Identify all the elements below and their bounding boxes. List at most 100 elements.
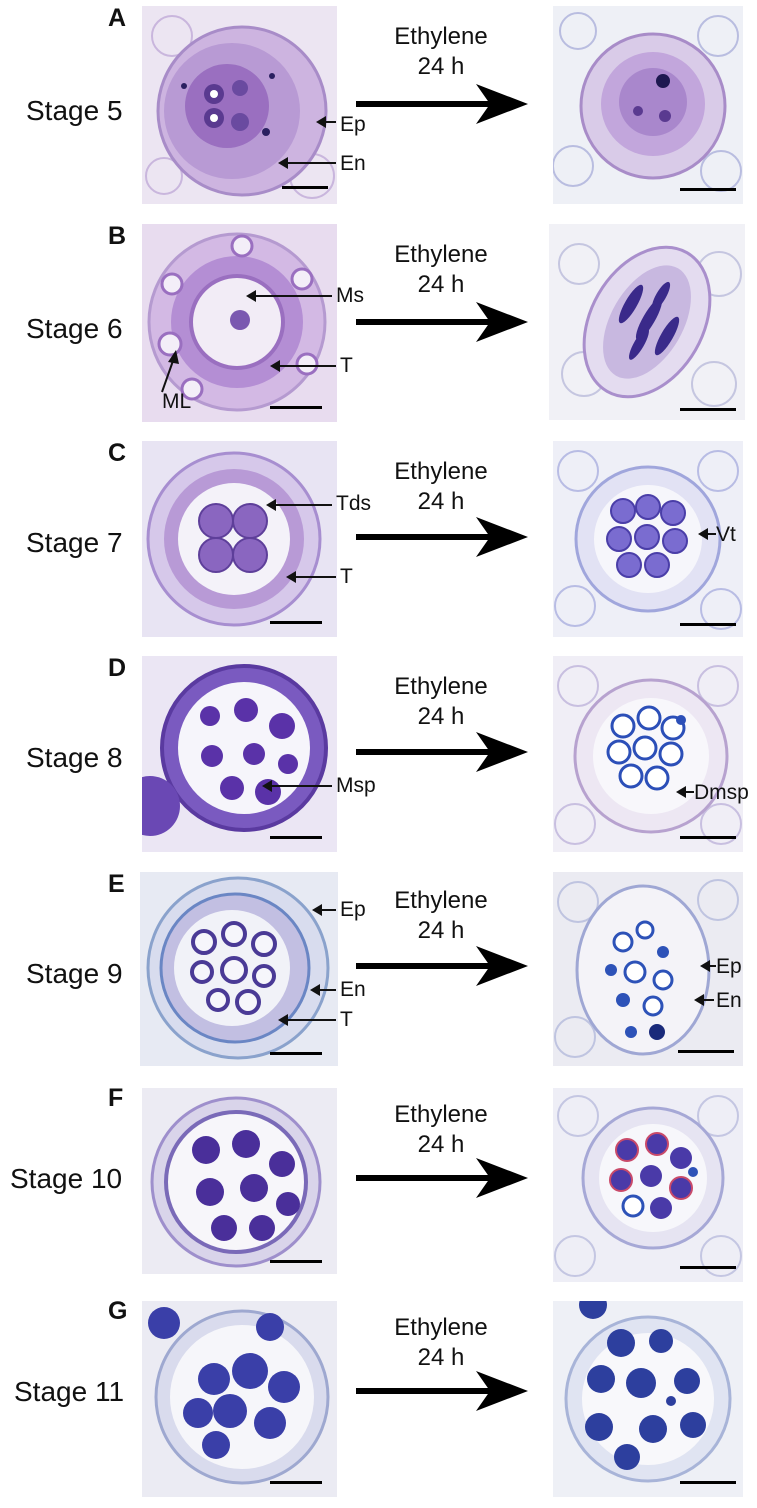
panel-f: F Stage 10 Ethylene 24 h: [0, 1080, 757, 1282]
micrograph-control: [140, 872, 338, 1066]
treatment-duration: 24 h: [417, 53, 465, 80]
stage-label: Stage 9: [26, 958, 123, 989]
treatment-label: Ethylene 24 h: [356, 457, 526, 517]
stage-label: Stage 6: [26, 313, 123, 344]
treatment-arrow: [356, 944, 528, 988]
pointer-arrow: [266, 499, 332, 511]
scale-bar: [270, 1052, 322, 1055]
treatment-arrow: [356, 1369, 528, 1413]
structure-label: ML: [162, 390, 192, 413]
structure-label: T: [340, 354, 353, 377]
scale-bar: [270, 621, 322, 624]
treatment-name: Ethylene: [394, 887, 488, 914]
treatment-arrow: [356, 300, 528, 344]
treatment-arrow: [356, 1156, 528, 1200]
treatment-duration: 24 h: [417, 271, 465, 298]
treatment-label: Ethylene 24 h: [356, 1313, 526, 1373]
pointer-arrow: [246, 290, 332, 302]
treatment-duration: 24 h: [417, 917, 465, 944]
panel-letter: C: [108, 439, 127, 467]
treatment-duration: 24 h: [417, 1131, 465, 1158]
stage-label: Stage 5: [26, 95, 123, 126]
treatment-label: Ethylene 24 h: [356, 240, 526, 300]
micrograph-control: [142, 6, 337, 204]
scale-bar: [680, 188, 736, 191]
micrograph-control: [142, 441, 337, 637]
micrograph-ethylene: [549, 224, 745, 420]
structure-label: Msp: [336, 774, 376, 797]
scale-bar: [680, 623, 736, 626]
pointer-arrow: [700, 960, 716, 972]
stage-label: Stage 11: [14, 1376, 125, 1407]
scale-bar: [270, 406, 322, 409]
stage-label: Stage 10: [10, 1163, 123, 1194]
panel-e: E Stage 9 Ep En T Ethylene 24 h: [0, 866, 757, 1066]
treatment-label: Ethylene 24 h: [356, 1100, 526, 1160]
micrograph-ethylene: [553, 872, 743, 1066]
pointer-arrow: [676, 786, 694, 798]
micrograph-ethylene: [553, 1301, 743, 1497]
panel-a: A Stage 5 Ep En Ethylene 24 h: [0, 0, 757, 204]
treatment-duration: 24 h: [417, 1344, 465, 1371]
treatment-name: Ethylene: [394, 23, 488, 50]
micrograph-ethylene: [553, 1088, 743, 1282]
pointer-arrow: [278, 1014, 336, 1026]
pointer-arrow: [698, 528, 716, 540]
treatment-arrow: [356, 515, 528, 559]
panel-g: G Stage 11 Ethylene 24 h: [0, 1293, 757, 1497]
panel-b: B Stage 6 Ms T ML Ethylene 24 h: [0, 218, 757, 422]
panel-letter: A: [108, 4, 127, 32]
pointer-arrow: [161, 350, 179, 393]
structure-label: En: [716, 989, 742, 1012]
scale-bar: [680, 1266, 736, 1269]
structure-label: Ep: [716, 955, 742, 978]
treatment-label: Ethylene 24 h: [356, 22, 526, 82]
scale-bar: [270, 1481, 322, 1484]
scale-bar: [282, 186, 328, 189]
scale-bar: [270, 1260, 322, 1263]
structure-label: T: [340, 1008, 353, 1031]
structure-label: Dmsp: [694, 781, 749, 804]
treatment-name: Ethylene: [394, 1101, 488, 1128]
treatment-arrow: [356, 730, 528, 774]
treatment-name: Ethylene: [394, 673, 488, 700]
treatment-name: Ethylene: [394, 458, 488, 485]
pointer-arrow: [270, 360, 336, 372]
scale-bar: [680, 408, 736, 411]
pointer-arrow: [278, 157, 336, 169]
pointer-arrow: [310, 984, 336, 996]
panel-letter: E: [108, 870, 125, 898]
pointer-arrow: [312, 904, 336, 916]
structure-label: Tds: [336, 492, 372, 515]
treatment-label: Ethylene 24 h: [356, 886, 526, 946]
scale-bar: [680, 836, 736, 839]
scale-bar: [678, 1050, 734, 1053]
micrograph-ethylene: [553, 656, 743, 852]
stage-label: Stage 8: [26, 742, 123, 773]
stage-label: Stage 7: [26, 527, 123, 558]
pointer-arrow: [694, 994, 714, 1006]
structure-label: Ep: [340, 113, 366, 136]
treatment-duration: 24 h: [417, 703, 465, 730]
micrograph-ethylene: [553, 441, 743, 637]
treatment-name: Ethylene: [394, 1314, 488, 1341]
panel-c: C Stage 7 Tds T Ethylene 24 h: [0, 435, 757, 637]
structure-label: En: [340, 978, 366, 1001]
micrograph-control: [142, 1088, 337, 1274]
structure-label: Ep: [340, 898, 366, 921]
panel-letter: G: [108, 1297, 128, 1325]
treatment-arrow: [356, 82, 528, 126]
micrograph-control: [142, 1301, 337, 1497]
treatment-name: Ethylene: [394, 241, 488, 268]
scale-bar: [270, 836, 322, 839]
structure-label: T: [340, 565, 353, 588]
scale-bar: [680, 1481, 736, 1484]
pointer-arrow: [316, 116, 336, 128]
structure-label: En: [340, 152, 366, 175]
panel-d: D Stage 8 Msp Ethylene 24 h: [0, 650, 757, 852]
panel-letter: D: [108, 654, 127, 682]
pointer-arrow: [262, 780, 332, 792]
treatment-label: Ethylene 24 h: [356, 672, 526, 732]
pointer-arrow: [286, 571, 336, 583]
micrograph-control: [142, 656, 337, 852]
